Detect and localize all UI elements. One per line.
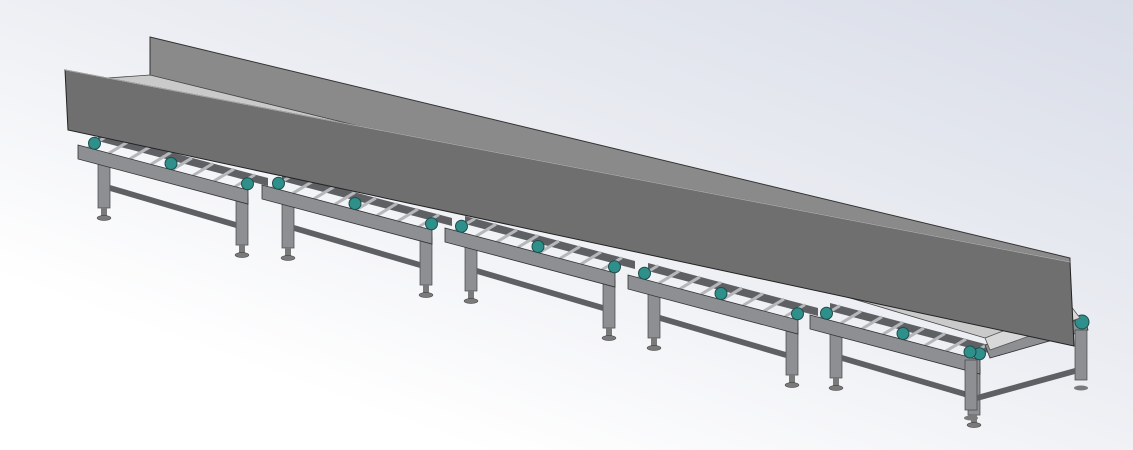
front-beam: [77, 144, 249, 205]
lower-brace: [294, 225, 420, 269]
foot-pad: [784, 382, 800, 388]
end-leg: [964, 359, 978, 411]
foot-pad: [280, 255, 296, 261]
lower-brace: [842, 355, 968, 399]
cross-roller: [945, 337, 967, 353]
leg-adjuster: [239, 245, 245, 254]
bearing: [714, 287, 728, 301]
leg-adjuster: [423, 285, 429, 294]
cross-roller: [150, 151, 172, 166]
cross-roller: [658, 269, 680, 285]
cross-roller: [763, 297, 785, 313]
foot-pad: [234, 252, 250, 258]
bearing: [272, 176, 285, 190]
front-side-wall: [64, 69, 1075, 347]
front-beam: [809, 314, 981, 375]
cross-roller: [397, 207, 419, 223]
foot-pad: [646, 345, 662, 351]
end-leg: [1074, 329, 1088, 381]
cross-roller: [334, 191, 356, 206]
cross-roller: [376, 202, 398, 217]
foot-pad: [966, 422, 982, 428]
cross-roller: [129, 145, 151, 161]
cross-roller: [108, 139, 130, 155]
bearing: [608, 260, 621, 274]
cross-roller: [882, 321, 904, 336]
leg-adjuster: [833, 378, 839, 386]
lower-brace: [110, 185, 236, 229]
bearing: [963, 345, 977, 359]
front-wall-top-edge: [64, 69, 1071, 263]
leg-adjuster: [789, 375, 795, 384]
bearing: [88, 136, 101, 150]
bearing: [455, 219, 468, 233]
foot-pad: [601, 335, 617, 341]
leg-adjuster: [285, 248, 291, 256]
leg: [235, 196, 249, 246]
front-beam: [627, 274, 799, 335]
bearing: [425, 217, 438, 231]
cross-roller: [580, 250, 602, 266]
leg: [602, 279, 616, 329]
bearing: [164, 157, 178, 171]
cross-roller: [742, 292, 764, 307]
bearing: [791, 307, 804, 321]
leg-adjuster: [606, 328, 612, 337]
bearing: [896, 327, 910, 341]
cross-roller: [861, 315, 883, 331]
leg: [785, 326, 799, 376]
cross-roller: [475, 222, 497, 238]
bearing: [348, 197, 362, 211]
foot-pad: [828, 385, 844, 391]
foot-pad: [1074, 385, 1088, 391]
cross-roller: [559, 245, 581, 260]
leg-adjuster: [468, 291, 474, 299]
front-beam: [261, 184, 433, 245]
cross-roller: [700, 281, 722, 296]
leg: [419, 236, 433, 286]
cross-roller: [517, 234, 539, 249]
foot-pad: [964, 415, 978, 421]
cross-roller: [313, 185, 335, 201]
cross-roller: [192, 162, 214, 177]
bearing: [241, 177, 254, 191]
leg-adjuster: [101, 208, 107, 216]
support-frames: [77, 133, 1090, 428]
bearing: [638, 266, 651, 280]
cross-roller: [496, 228, 518, 244]
cross-roller: [679, 275, 701, 291]
cross-roller: [213, 167, 235, 183]
foot-pad: [418, 292, 434, 298]
bearing: [531, 240, 545, 254]
lower-brace: [660, 315, 786, 359]
cross-roller: [292, 179, 314, 195]
foot-pad: [463, 298, 479, 304]
bearing: [820, 306, 833, 320]
foot-pad: [96, 215, 112, 221]
end-brace: [977, 368, 1075, 401]
cross-roller: [924, 332, 946, 347]
leg-adjuster: [651, 338, 657, 346]
lower-brace: [477, 268, 603, 312]
front-beam: [444, 227, 616, 288]
cross-roller: [840, 309, 862, 325]
